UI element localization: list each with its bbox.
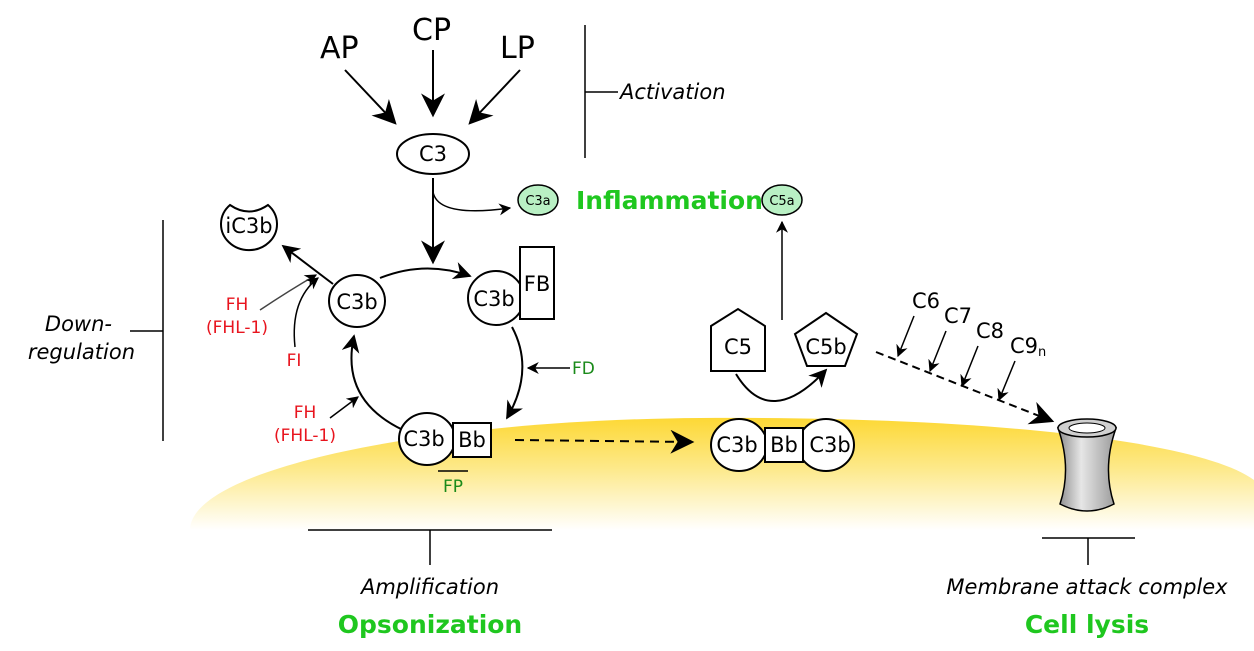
c5-label: C5 (724, 335, 752, 359)
fhl1-lower-label: (FHL-1) (274, 426, 336, 446)
mac-pore-hole (1068, 422, 1106, 434)
fh-lower-label: FH (294, 403, 317, 423)
amplification-label: Amplification (359, 575, 499, 599)
cycle-arrow-right (506, 326, 524, 420)
fb-label: FB (524, 272, 551, 296)
fd-label: FD (572, 359, 595, 379)
c5conv-bb-label: Bb (770, 433, 798, 457)
c8-label: C8 (976, 319, 1004, 343)
c5conv-bb-box (764, 427, 804, 463)
fb-box (519, 246, 555, 320)
bb-label: Bb (458, 428, 486, 452)
bb-box (452, 422, 492, 458)
c9-text: C9 (1010, 334, 1038, 358)
c6-arrow (896, 315, 915, 358)
ap-label: AP (320, 31, 359, 66)
c3b-cycle-label: C3b (336, 290, 377, 314)
fh-lower-arrow (329, 396, 359, 419)
activation-label: Activation (618, 80, 726, 104)
c9-arrow (997, 360, 1016, 402)
downreg-label-1: Down- (45, 312, 112, 336)
lp-arrow (468, 69, 521, 125)
cp-label: CP (412, 13, 451, 48)
c5-to-c5b-arrow (735, 368, 828, 402)
c5conv-c3b-left-label: C3b (716, 433, 757, 457)
c3b-fb-c3b-label: C3b (473, 287, 514, 311)
c3b-cycle-node (328, 274, 386, 328)
c3b-to-ic3b-arrow (281, 244, 334, 285)
mac-label: Membrane attack complex (946, 575, 1228, 599)
ic3b-node (220, 203, 278, 252)
cycle-arrow-top (379, 262, 472, 280)
inflammation-label: Inflammation (576, 186, 763, 215)
c7-arrow (928, 330, 947, 373)
mac-pore (1056, 427, 1118, 512)
fi-arrow (293, 277, 319, 348)
cycle-arrow-left (341, 334, 404, 431)
c5b-node (793, 311, 859, 367)
c5b-label: C5b (805, 335, 846, 359)
c5a-label: C5a (769, 194, 794, 209)
c5a-node (761, 184, 803, 216)
fhl1-upper-label: (FHL-1) (206, 318, 268, 338)
c3bbb-c3b-label: C3b (403, 427, 444, 451)
c3a-branch-arrow (432, 191, 512, 216)
mac-dashed-arrow (875, 351, 1055, 425)
fp-label: FP (443, 477, 463, 497)
c3-label: C3 (419, 142, 447, 166)
c6-label: C6 (912, 289, 940, 313)
c3a-label: C3a (525, 194, 550, 209)
fh-upper-label: FH (226, 295, 249, 315)
opsonization-label: Opsonization (338, 610, 523, 639)
lp-label: LP (500, 31, 535, 66)
c5conv-c3b-right-label: C3b (809, 433, 850, 457)
c7-label: C7 (944, 304, 972, 328)
c9-subscript: n (1038, 345, 1046, 360)
c3a-node (517, 184, 559, 216)
c8-arrow (960, 345, 979, 388)
ap-arrow (344, 69, 397, 125)
downreg-label-2: regulation (28, 340, 135, 364)
c5-node (710, 307, 766, 372)
fi-label: FI (287, 351, 302, 371)
cell-lysis-label: Cell lysis (1025, 610, 1149, 639)
c3-node (396, 133, 470, 175)
ic3b-label: iC3b (225, 214, 272, 238)
c9-label: C9n (1010, 334, 1046, 360)
fh-upper-arrow (259, 274, 318, 311)
